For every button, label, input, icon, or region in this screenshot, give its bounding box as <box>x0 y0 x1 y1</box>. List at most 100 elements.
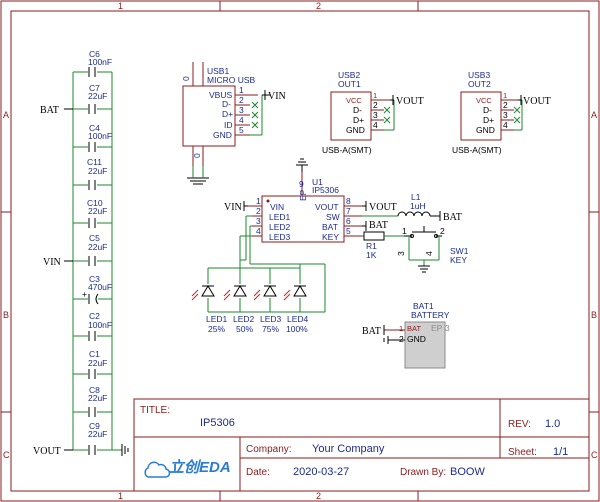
usb3-ref: USB3 <box>468 70 490 80</box>
u1-pin-led1: LED1 <box>269 212 291 222</box>
usb3-package: USB-A(SMT) <box>452 145 502 155</box>
sheet-value: 1/1 <box>553 446 568 458</box>
led-array: LED1 25% LED2 50% LED3 75% LED4 100% <box>191 215 326 334</box>
usb2-pin-dminus: D- <box>353 105 362 115</box>
frame-col-2-top: 2 <box>316 1 321 11</box>
l1-value: 1uH <box>410 201 426 211</box>
bat1-pin-bat: BAT <box>407 324 421 333</box>
usb1-ref: USB1 <box>207 66 229 76</box>
cap-c2-value: 100nF <box>88 320 112 330</box>
u1-num-2: 2 <box>256 206 261 216</box>
usb2-num-3: 3 <box>373 110 378 120</box>
net-label-vin-usb1: VIN <box>268 91 286 102</box>
u1-num-3: 3 <box>256 216 261 226</box>
usb3-pin-vcc: VCC <box>476 96 492 105</box>
cap-c5-value: 22uF <box>88 242 107 252</box>
usb3-num-3: 3 <box>503 110 508 120</box>
usb1-name: MICRO USB <box>207 75 256 85</box>
u1-pin-bat: BAT <box>322 222 338 232</box>
usb1-num-1: 1 <box>239 85 244 95</box>
lceda-logo-text: 立创EDA <box>169 458 231 476</box>
l1-inductor: L1 1uH BAT <box>397 192 462 223</box>
sw1-num-2: 2 <box>440 226 445 236</box>
cap-c8: C8 22uF <box>73 385 112 417</box>
u1-num-4: 4 <box>256 226 261 236</box>
cap-c7-value: 22uF <box>88 91 107 101</box>
frame-row-b-left: B <box>3 310 9 320</box>
cap-c4-value: 100nF <box>88 131 112 141</box>
u1-num-8: 8 <box>346 196 351 206</box>
led2-pct: 50% <box>236 324 253 334</box>
cap-c11-ref: C11 <box>87 157 102 167</box>
frame-col-1-bottom: 1 <box>118 491 123 501</box>
bat1-name: BATTERY <box>411 310 450 320</box>
usb1-shell-num-top: 0 <box>181 76 191 81</box>
usb1-pin-vbus: VBUS <box>209 90 232 100</box>
led2-ref: LED2 <box>233 314 255 324</box>
cap-c2-ref: C2 <box>89 311 100 321</box>
u1-pin-key: KEY <box>322 232 339 242</box>
bat1-ref: BAT1 <box>413 301 434 311</box>
usb2-num-2: 2 <box>373 100 378 110</box>
usb1-pin-gnd: GND <box>213 130 232 140</box>
net-label-vout-usb2: VOUT <box>396 96 424 107</box>
r1-value: 1K <box>366 250 377 260</box>
usb1-pin-dminus: D- <box>222 99 231 109</box>
frame-row-c-right: C <box>591 450 598 460</box>
usb1-shell-num-bottom: 0 <box>192 153 202 158</box>
usb3-pin-dminus: D- <box>483 105 492 115</box>
frame-col-1-top: 1 <box>118 1 123 11</box>
usb2-ref: USB2 <box>338 70 360 80</box>
cap-c3-ref: C3 <box>89 274 100 284</box>
usb2-name: OUT1 <box>338 79 361 89</box>
cap-c5-ref: C5 <box>89 233 100 243</box>
u1-ep-label: EP <box>298 189 308 201</box>
usb2-out1: USB2 OUT1 VCC D- D+ GND 1 2 3 4 VOUT USB… <box>322 70 424 155</box>
usb3-pin-gnd: GND <box>476 125 495 135</box>
sheet-label: Sheet: <box>508 447 537 458</box>
cap-c6-ref: C6 <box>89 49 100 59</box>
u1-pin-sw: SW <box>326 212 340 222</box>
u1-name: IP5306 <box>312 185 339 195</box>
u1-pin-9-num: 9 <box>299 179 304 189</box>
u1-pin-led2: LED2 <box>269 222 291 232</box>
r1-ref: R1 <box>366 241 377 251</box>
bat1-battery: BAT1 BATTERY BAT GND EP 1 2 3 BAT <box>362 301 450 369</box>
date-label: Date: <box>246 467 270 478</box>
capacitor-bank: BAT VIN VOUT C6 100nF C7 22uF C4 100nF <box>33 49 129 457</box>
usb1-num-4: 4 <box>239 115 244 125</box>
net-label-vout-usb3: VOUT <box>523 96 551 107</box>
usb3-pin-dplus: D+ <box>483 115 494 125</box>
u1-ref: U1 <box>312 177 323 187</box>
sw1-ref: SW1 <box>450 246 469 256</box>
l1-ref: L1 <box>411 192 421 202</box>
r1-resistor: R1 1K <box>363 231 404 260</box>
led3-diode: LED3 75% <box>253 285 282 334</box>
date-value: 2020-03-27 <box>293 466 349 478</box>
u1-num-7: 7 <box>346 206 351 216</box>
ground-symbol <box>121 444 129 456</box>
title-block: TITLE: IP5306 REV: 1.0 Company: Your Com… <box>133 398 590 492</box>
led3-ref: LED3 <box>260 314 282 324</box>
usb3-num-4: 4 <box>503 120 508 130</box>
usb3-name: OUT2 <box>468 79 491 89</box>
polarity-plus-icon: + <box>82 289 87 299</box>
u1-num-1: 1 <box>256 196 261 206</box>
bat1-num-2: 2 <box>399 334 404 344</box>
cap-c5: C5 22uF <box>73 233 112 266</box>
led4-pct: 100% <box>286 324 308 334</box>
cap-c6: C6 100nF <box>73 49 112 77</box>
net-label-vout-left: VOUT <box>33 446 61 457</box>
frame-row-a-left: A <box>3 110 9 120</box>
cap-c6-value: 100nF <box>88 57 112 67</box>
rev-value: 1.0 <box>545 418 560 430</box>
usb2-num-1: 1 <box>373 91 377 100</box>
cap-c3-value: 470uF <box>88 282 112 292</box>
net-label-bat-left: BAT <box>40 105 59 116</box>
usb3-num-1: 1 <box>503 91 507 100</box>
company-label: Company: <box>246 444 292 455</box>
u1-pin-vin: VIN <box>270 202 284 212</box>
cap-c7-ref: C7 <box>89 83 100 93</box>
sw1-num-3: 3 <box>396 251 406 256</box>
